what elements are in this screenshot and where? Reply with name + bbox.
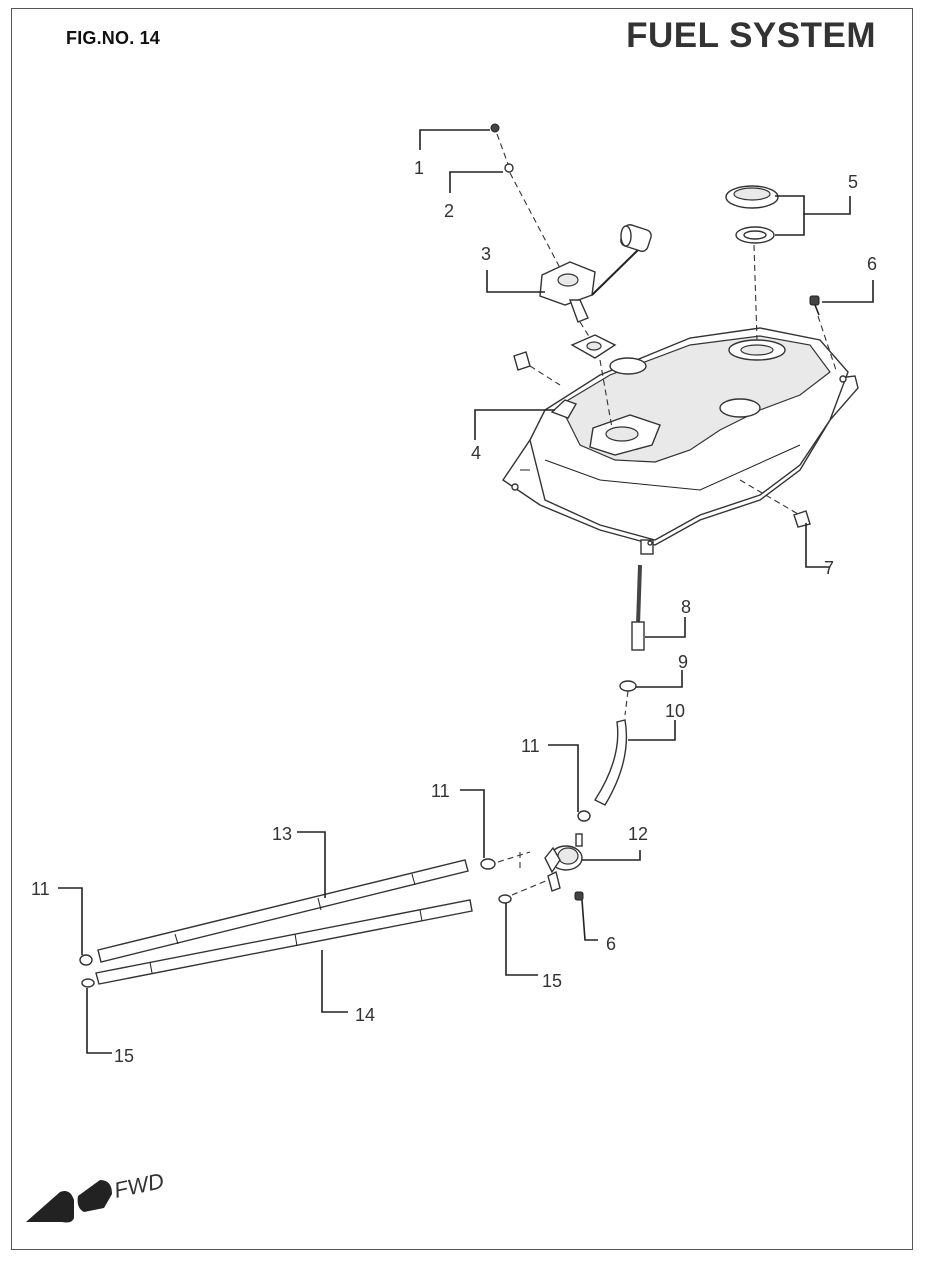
washer-2 — [504, 163, 514, 173]
fuel-filter — [631, 564, 645, 651]
callout-13: 13 — [272, 824, 292, 844]
clip-15-left — [81, 978, 95, 988]
screw-1 — [490, 123, 500, 133]
drawing-frame — [11, 8, 913, 1250]
callout-1: 1 — [414, 158, 424, 178]
callout-11-left: 11 — [31, 879, 50, 899]
callout-15-mid: 15 — [542, 971, 562, 991]
callout-3: 3 — [481, 244, 491, 264]
fuel-cock-valve — [544, 833, 583, 892]
fuel-hose-14 — [95, 899, 473, 985]
forward-arrow-icon — [26, 1180, 112, 1223]
fuel-tank — [502, 327, 859, 555]
sender-gasket-hole — [586, 341, 602, 351]
forward-direction-label: FWD — [112, 1168, 166, 1203]
callout-12: 12 — [628, 824, 648, 844]
callout-11-mid: 11 — [431, 781, 450, 801]
callout-labels: 1 2 3 4 5 6 7 8 9 10 11 11 12 13 11 6 15… — [31, 158, 877, 1066]
callout-5: 5 — [848, 172, 858, 192]
grommet-4 — [513, 351, 531, 371]
bolt-6-lower — [574, 891, 584, 901]
leader-lines — [58, 129, 874, 1054]
callout-7: 7 — [824, 558, 834, 578]
bolt-6 — [809, 295, 820, 316]
callout-15-left: 15 — [114, 1046, 134, 1066]
clip-11-mid — [480, 858, 496, 870]
callout-2: 2 — [444, 201, 454, 221]
callout-6: 6 — [867, 254, 877, 274]
figure-number: FIG.NO. 14 — [66, 28, 161, 48]
clip-15-mid — [498, 894, 512, 904]
fuel-sender-unit — [539, 224, 652, 323]
callout-8: 8 — [681, 597, 691, 617]
callout-10: 10 — [665, 701, 685, 721]
fuel-hose-13 — [97, 859, 469, 963]
callout-9: 9 — [678, 652, 688, 672]
page-title: FUEL SYSTEM — [626, 16, 876, 55]
callout-14: 14 — [355, 1005, 375, 1025]
assembly-lines — [496, 133, 837, 896]
clip-9 — [619, 680, 637, 692]
callout-11-upper: 11 — [521, 736, 540, 756]
clip-11-upper — [577, 810, 591, 822]
fuel-hose-10 — [593, 719, 628, 806]
callout-6-lower: 6 — [606, 934, 616, 954]
clip-11-left — [79, 954, 93, 966]
fuel-cap — [725, 185, 779, 244]
callout-4: 4 — [471, 443, 481, 463]
